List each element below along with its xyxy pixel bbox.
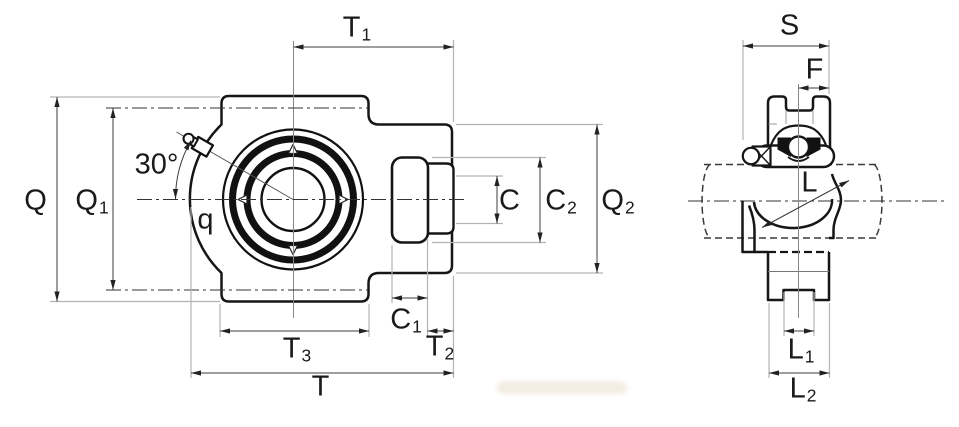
dim-label-q-diag: q <box>197 203 214 236</box>
dim-label-t1: T1 <box>342 11 372 45</box>
dim-label-t: T <box>311 370 330 403</box>
dim-label-c: C <box>499 184 520 217</box>
dim-S <box>742 40 830 140</box>
watermark-smudge <box>497 381 627 394</box>
dim-C1 <box>391 245 428 303</box>
dim-L <box>761 180 850 228</box>
dim-T1 <box>293 40 455 122</box>
dim-label-l2: L2 <box>789 372 817 406</box>
upper-block <box>741 95 836 169</box>
dim-label-q2: Q2 <box>601 184 635 218</box>
dim-T <box>190 207 455 378</box>
dim-L1 <box>783 292 815 336</box>
dim-label-l: L <box>801 166 818 199</box>
dim-Q <box>50 96 220 303</box>
dim-Q2 <box>456 123 603 274</box>
front-view <box>50 40 603 378</box>
dim-label-f: F <box>805 53 824 86</box>
dim-L2 <box>768 303 831 378</box>
dim-label-l1: L1 <box>787 333 815 367</box>
side-view <box>688 40 948 378</box>
dim-C2 <box>432 156 546 244</box>
dim-label-t2: T2 <box>425 330 455 364</box>
dim-label-q: Q <box>24 184 47 217</box>
dim-label-t3: T3 <box>282 332 312 366</box>
dim-label-q1: Q1 <box>75 184 109 218</box>
dim-T3 <box>219 304 370 337</box>
dim-T2 <box>426 238 454 337</box>
dim-label-c2: C2 <box>545 184 577 218</box>
angle-arc <box>172 140 192 200</box>
dim-label-30deg: 30° <box>134 148 179 181</box>
shaft-end-block <box>425 162 455 235</box>
inner-ring-left <box>777 137 791 157</box>
inner-ring-right <box>806 137 821 157</box>
dim-label-s: S <box>779 9 800 42</box>
grease-fitting <box>182 132 215 158</box>
dim-C <box>456 175 503 225</box>
dim-label-c1: C1 <box>390 303 422 337</box>
grease-fitting-side <box>741 145 772 167</box>
